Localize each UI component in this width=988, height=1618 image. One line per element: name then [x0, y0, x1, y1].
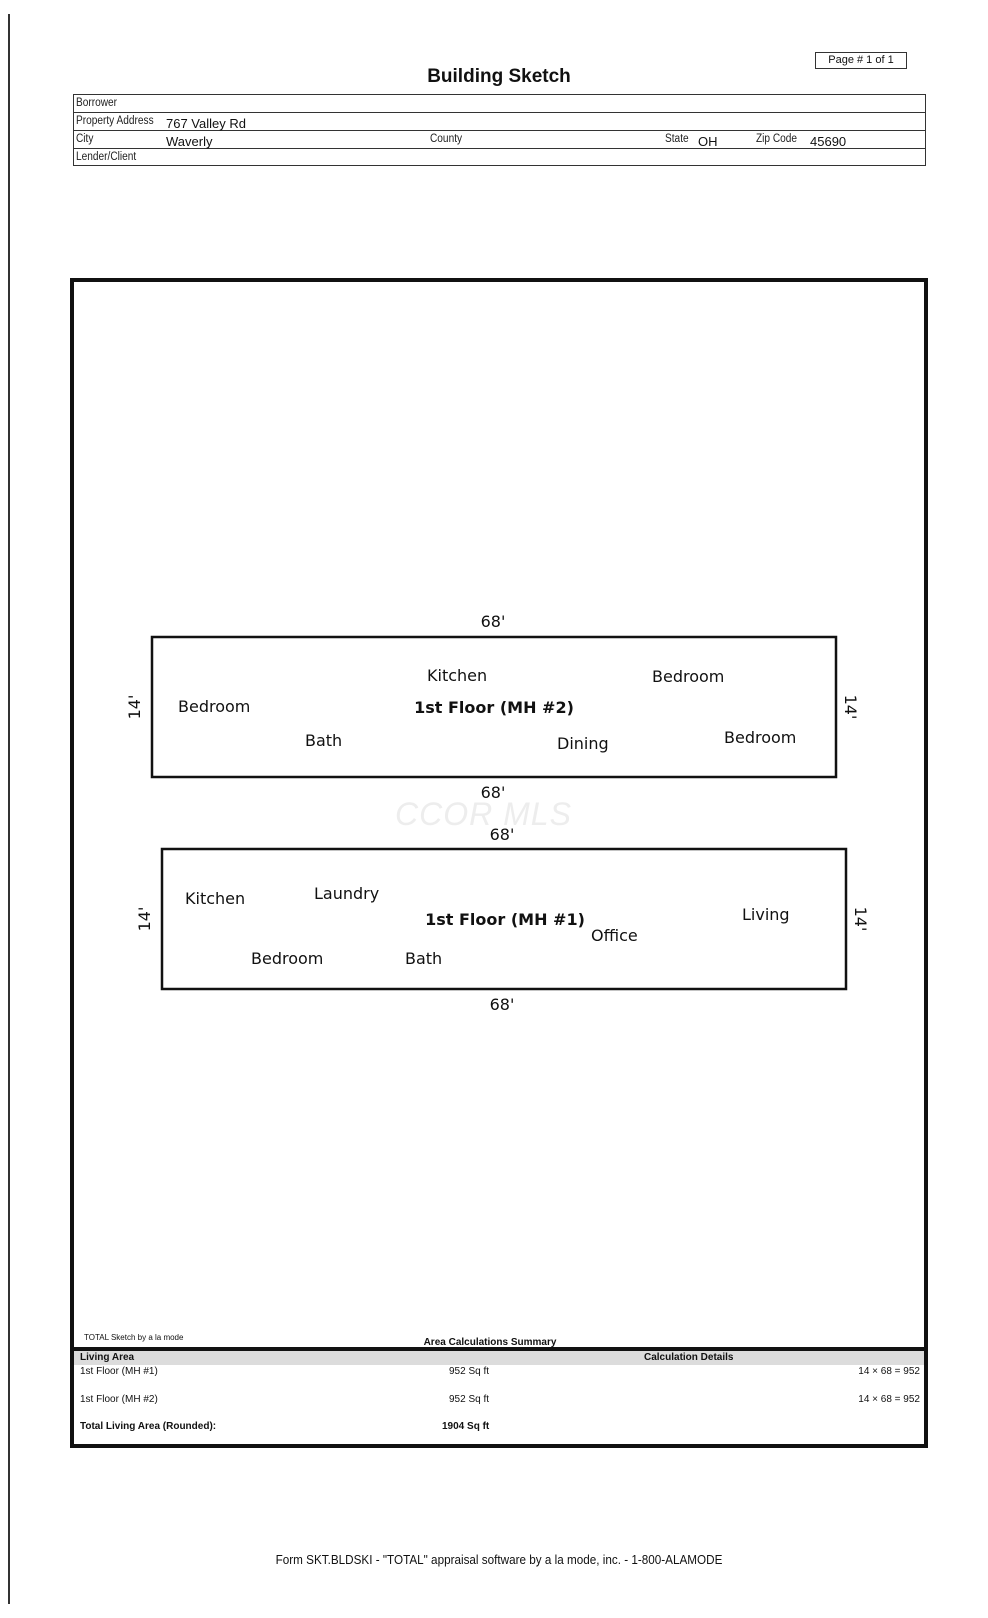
address-row: Property Address 767 Valley Rd: [74, 113, 925, 131]
address-value: 767 Valley Rd: [166, 116, 246, 131]
mh1-room-office: Office: [591, 926, 638, 945]
software-note: TOTAL Sketch by a la mode: [84, 1333, 184, 1342]
mh1-floor-name: 1st Floor (MH #1): [425, 910, 585, 929]
mh2-room-dining: Dining: [557, 734, 609, 753]
mh1-room-kitchen: Kitchen: [185, 889, 245, 908]
row-area: 952 Sq ft: [449, 1394, 490, 1405]
mh1-bottom-dim: 68': [490, 995, 515, 1014]
mh1-room-bedroom: Bedroom: [251, 949, 323, 968]
zip-label: Zip Code: [756, 133, 798, 145]
row-area: 952 Sq ft: [449, 1366, 490, 1377]
row-floor-name: 1st Floor (MH #2): [80, 1394, 158, 1405]
city-label: City: [76, 133, 94, 145]
mh1-right-dim: 14': [851, 907, 870, 932]
lender-label: Lender/Client: [76, 151, 137, 163]
mh2-top-dim: 68': [481, 612, 506, 631]
page-title: Building Sketch: [427, 66, 571, 87]
mh2-floor-name: 1st Floor (MH #2): [414, 698, 574, 717]
mh2-room-bedroom-3: Bedroom: [724, 728, 796, 747]
mh2-room-kitchen: Kitchen: [427, 666, 487, 685]
watermark: CCOR MLS: [395, 796, 572, 832]
state-value: OH: [698, 134, 718, 149]
mh2-outline: [150, 635, 838, 779]
mh2-left-dim: 14': [125, 695, 144, 720]
mh2-room-bath: Bath: [305, 731, 342, 750]
mh2-room-bedroom-2: Bedroom: [178, 697, 250, 716]
mh2-room-bedroom-1: Bedroom: [652, 667, 724, 686]
summary-separator: [70, 1347, 928, 1351]
calc-details-header: Calculation Details: [644, 1352, 734, 1363]
lender-row: Lender/Client: [74, 149, 925, 167]
page-number-box: Page # 1 of 1: [815, 52, 907, 69]
summary-row: 1st Floor (MH #2) 952 Sq ft 14 × 68 = 95…: [74, 1394, 924, 1408]
borrower-label: Borrower: [76, 97, 118, 109]
sketch-frame: [70, 278, 928, 1448]
city-value: Waverly: [166, 134, 213, 149]
form-footer: Form SKT.BLDSKI - "TOTAL" appraisal soft…: [275, 1552, 723, 1567]
address-label: Property Address: [76, 115, 154, 127]
living-area-header: Living Area: [80, 1352, 135, 1363]
row-floor-name: 1st Floor (MH #1): [80, 1366, 158, 1377]
summary-row: 1st Floor (MH #1) 952 Sq ft 14 × 68 = 95…: [74, 1366, 924, 1380]
mh1-top-dim: 68': [490, 825, 515, 844]
zip-value: 45690: [810, 134, 847, 149]
area-summary-title: Area Calculations Summary: [423, 1337, 557, 1348]
summary-total-row: Total Living Area (Rounded): 1904 Sq ft: [74, 1421, 924, 1435]
property-header-table: Borrower Property Address 767 Valley Rd …: [73, 94, 926, 166]
mh2-bottom-dim: 68': [481, 783, 506, 802]
borrower-row: Borrower: [74, 95, 925, 113]
row-calc: 14 × 68 = 952: [858, 1394, 920, 1405]
mh1-left-dim: 14': [135, 907, 154, 932]
summary-header-row: Living Area Calculation Details: [74, 1351, 924, 1365]
mh1-room-laundry: Laundry: [314, 884, 379, 903]
county-label: County: [430, 133, 463, 145]
mh1-outline: [160, 847, 848, 991]
city-row: City Waverly County State OH Zip Code 45…: [74, 131, 925, 149]
mh1-room-bath: Bath: [405, 949, 442, 968]
total-value: 1904 Sq ft: [442, 1421, 490, 1432]
mh2-right-dim: 14': [841, 695, 860, 720]
mh1-room-living: Living: [742, 905, 790, 924]
left-margin-rule: [8, 14, 10, 1604]
row-calc: 14 × 68 = 952: [858, 1366, 920, 1377]
total-label: Total Living Area (Rounded):: [80, 1421, 217, 1432]
state-label: State: [665, 133, 689, 145]
